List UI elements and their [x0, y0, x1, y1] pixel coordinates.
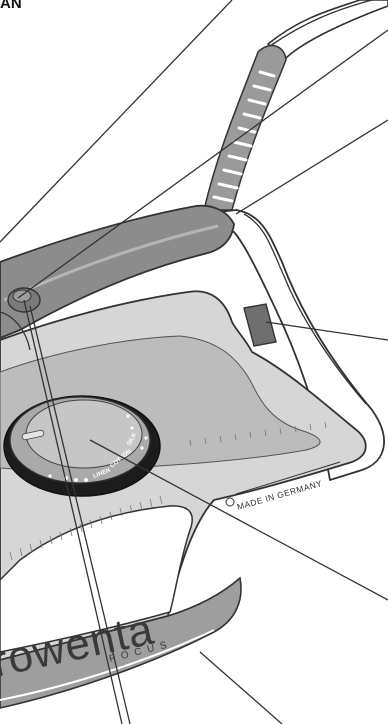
power-cord — [268, 0, 388, 58]
cord-strain-relief — [204, 46, 286, 210]
temperature-dial: LINEN COTTON SILK — [4, 396, 160, 496]
indicator-light — [244, 304, 276, 346]
header-label: AN — [0, 0, 22, 12]
